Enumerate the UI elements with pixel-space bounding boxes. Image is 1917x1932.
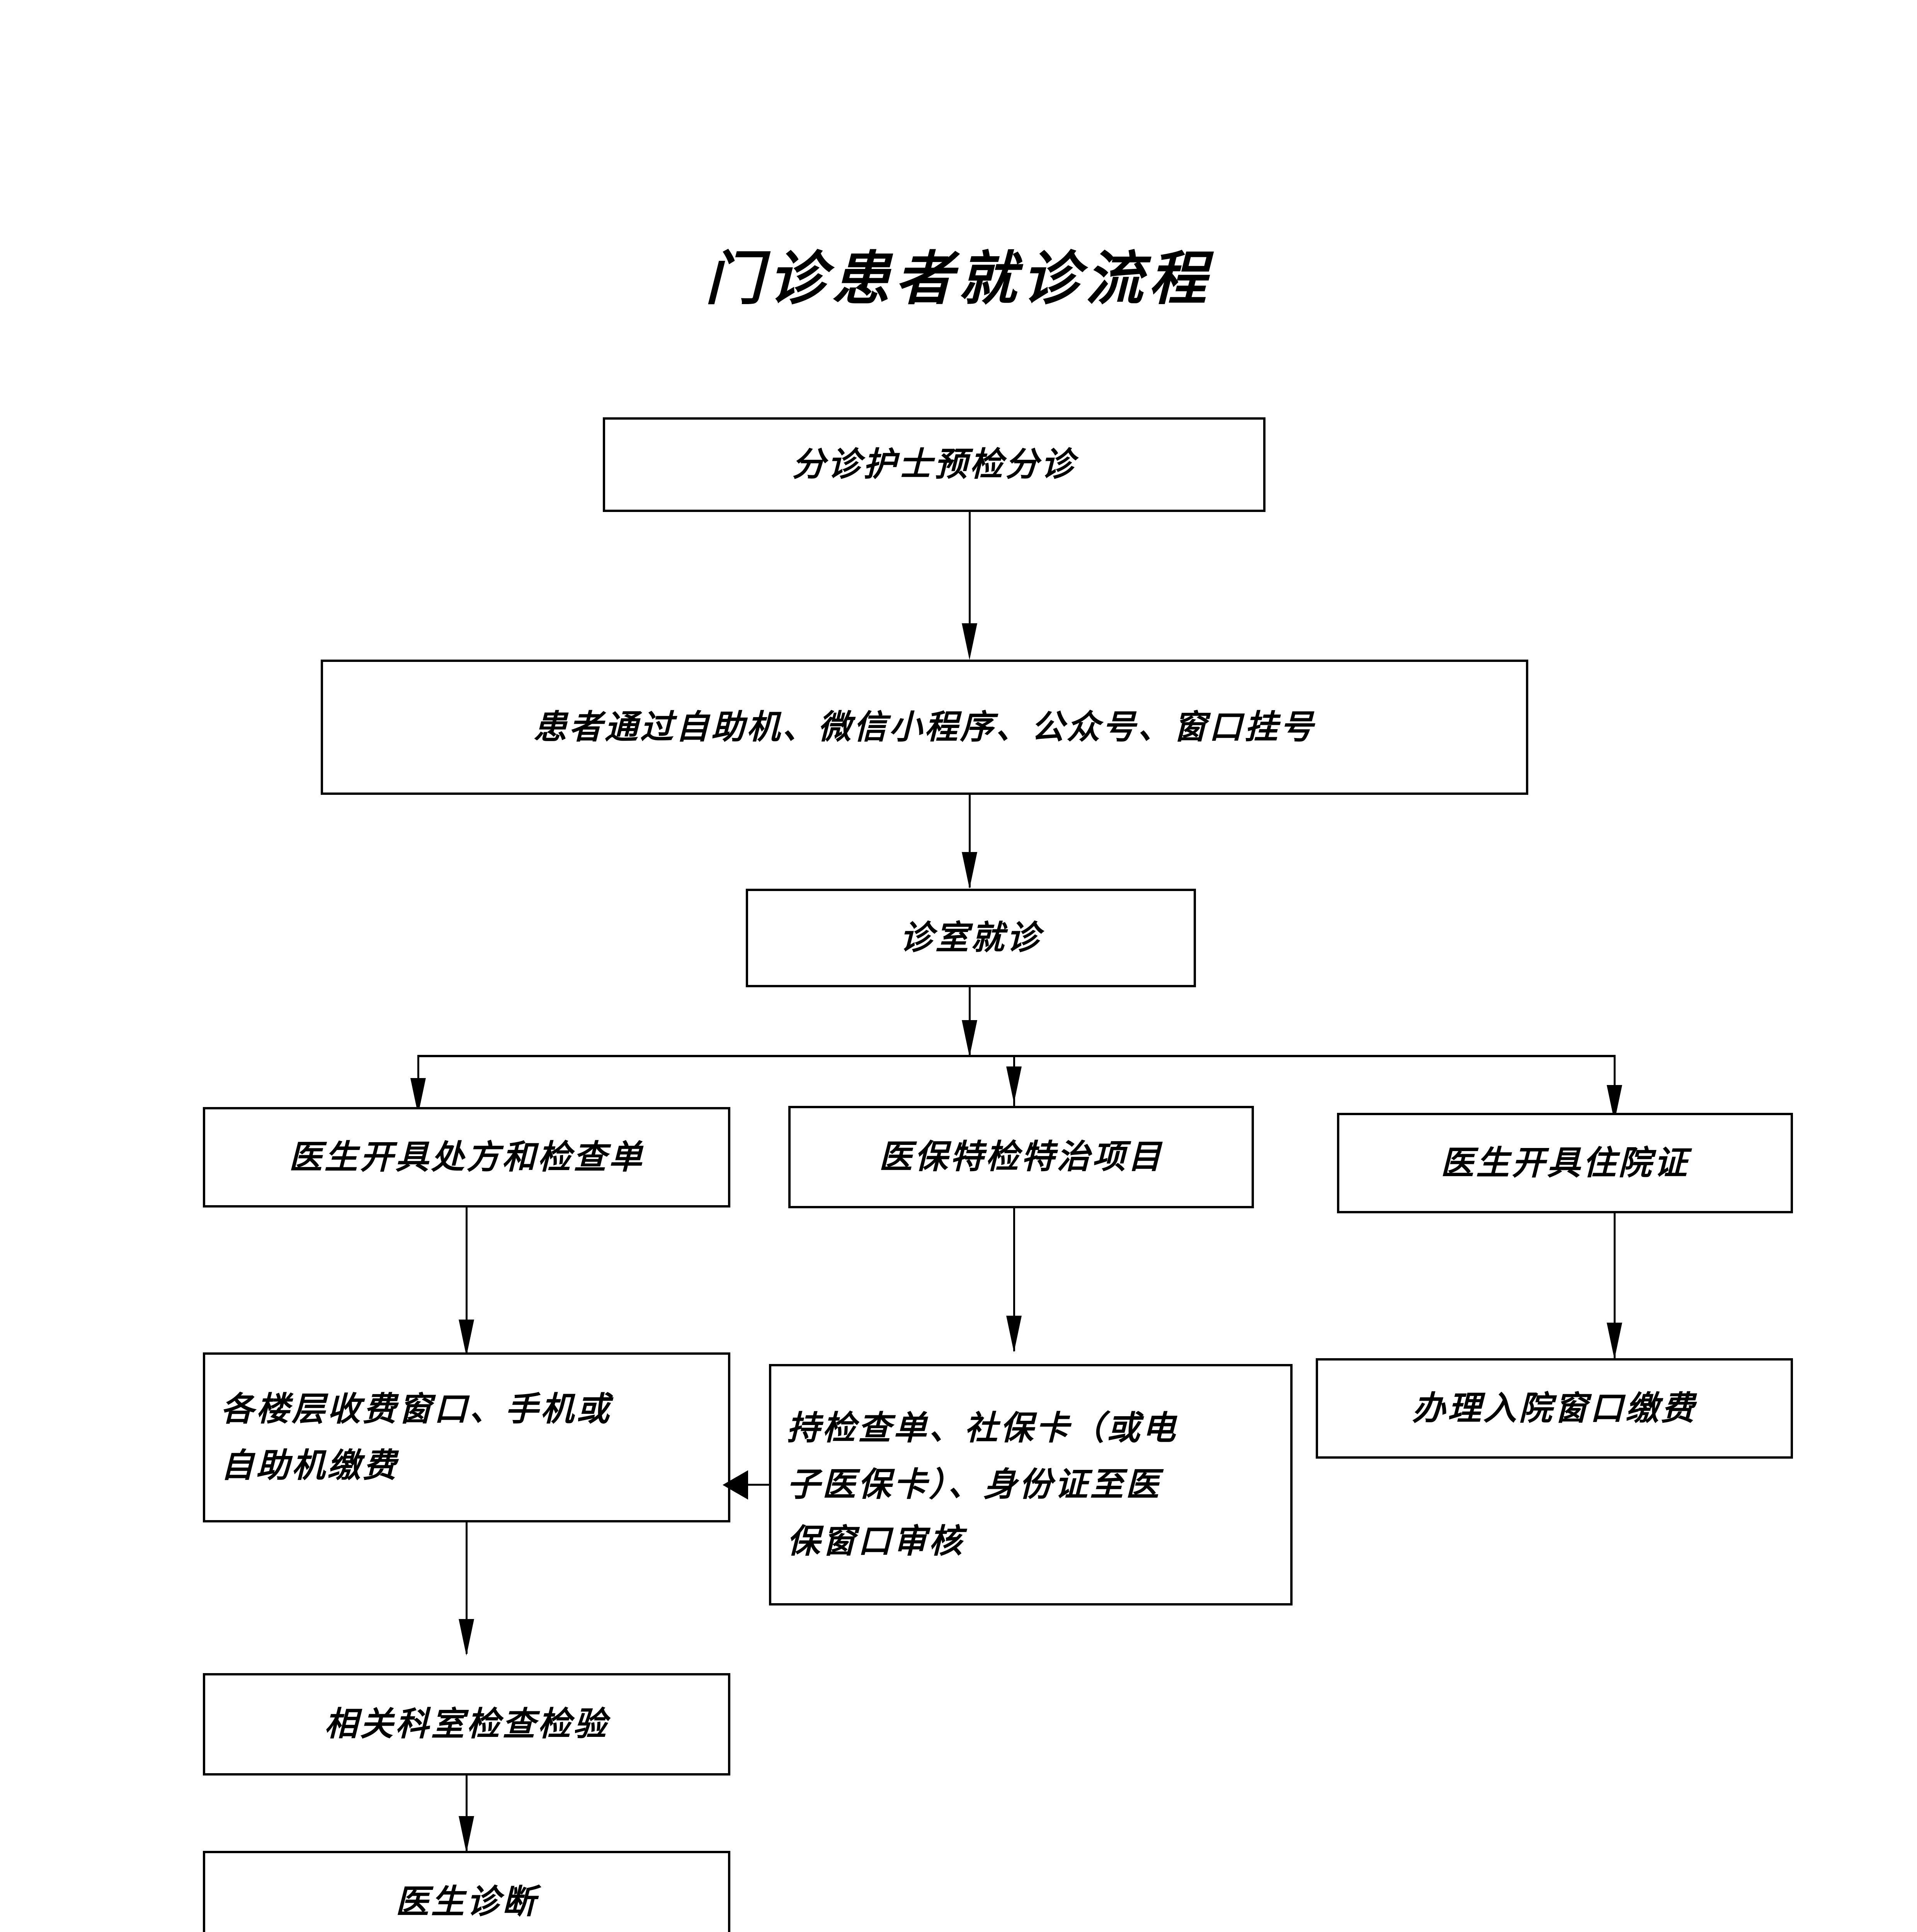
flow-node-triage[interactable]: 分诊护士预检分诊 — [603, 417, 1266, 512]
edge-audit-to-payment-arrowhead — [723, 1470, 748, 1500]
flow-node-label: 分诊护士预检分诊 — [792, 446, 1077, 483]
edge-triage-to-register-line — [969, 512, 971, 655]
flow-node-label-line2: 子医保卡）、身份证至医 — [787, 1466, 1161, 1503]
edge-prescription-to-payment-arrowhead — [459, 1320, 474, 1356]
flow-node-label: 医生开具住院证 — [1441, 1144, 1689, 1182]
edge-special-to-audit-line — [1013, 1208, 1015, 1351]
edge-register-to-consult-line — [969, 795, 971, 888]
edge-department-tests-to-diagnosis-arrowhead — [459, 1816, 474, 1853]
flow-node-outpatient-payment[interactable]: 各楼层收费窗口、手机或自助机缴费 — [203, 1352, 730, 1522]
flow-node-label: 医生诊断 — [395, 1883, 538, 1921]
flow-node-label: 医生开具处方和检查单 — [289, 1138, 645, 1176]
flow-node-label: 办理入院窗口缴费 — [1412, 1389, 1697, 1427]
flow-node-prescription-and-tests[interactable]: 医生开具处方和检查单 — [203, 1107, 730, 1208]
edge-payment-to-department-tests-arrowhead — [459, 1619, 474, 1656]
flow-node-doctor-diagnosis[interactable]: 医生诊断 — [203, 1851, 730, 1932]
flow-node-label: 患者通过自助机、微信小程序、公众号、窗口挂号 — [533, 708, 1316, 746]
edge-prescription-to-payment-line — [466, 1208, 468, 1354]
flow-node-registration[interactable]: 患者通过自助机、微信小程序、公众号、窗口挂号 — [321, 660, 1528, 795]
edge-payment-to-department-tests-line — [466, 1522, 468, 1654]
edge-special-to-audit-arrowhead — [1006, 1316, 1022, 1352]
page-title: 门诊患者就诊流程 — [705, 247, 1212, 311]
flow-node-label: 医保特检特治项目 — [879, 1138, 1163, 1176]
flow-node-insurance-special-items[interactable]: 医保特检特治项目 — [788, 1106, 1254, 1208]
edge-department-tests-to-diagnosis-line — [466, 1776, 468, 1851]
edge-audit-to-payment-line — [730, 1484, 769, 1486]
flow-node-admission-certificate[interactable]: 医生开具住院证 — [1337, 1113, 1793, 1213]
flow-node-label: 各楼层收费窗口、手机或自助机缴费 — [205, 1381, 619, 1494]
flow-node-consultation-room[interactable]: 诊室就诊 — [746, 889, 1196, 987]
edge-register-to-consult-arrowhead — [962, 852, 977, 889]
edge-admission-to-inpatient-payment-line — [1614, 1213, 1616, 1358]
branch-bus-horizontal — [417, 1055, 1615, 1057]
branch-leg-middle-arrowhead — [1006, 1066, 1022, 1103]
flow-node-insurance-window-audit[interactable]: 持检查单、社保卡（或电子医保卡）、身份证至医保窗口审核 — [769, 1364, 1293, 1605]
flow-node-label-line2: 自助机缴费 — [221, 1447, 398, 1484]
flow-node-inpatient-payment[interactable]: 办理入院窗口缴费 — [1316, 1358, 1793, 1459]
branch-stem-arrowhead — [962, 1020, 977, 1057]
flow-node-label-line1: 各楼层收费窗口、手机或 — [221, 1390, 612, 1428]
flow-node-label-line1: 持检查单、社保卡（或电 — [787, 1410, 1178, 1447]
edge-admission-to-inpatient-payment-arrowhead — [1607, 1323, 1622, 1359]
flow-node-label: 相关科室检查检验 — [324, 1706, 609, 1743]
flow-node-label-line3: 保窗口审核 — [787, 1522, 964, 1560]
flow-node-label: 诊室就诊 — [900, 919, 1042, 957]
edge-triage-to-register-arrowhead — [962, 623, 977, 660]
flow-node-department-examination[interactable]: 相关科室检查检验 — [203, 1673, 730, 1776]
flow-node-label: 持检查单、社保卡（或电子医保卡）、身份证至医保窗口审核 — [771, 1400, 1185, 1570]
